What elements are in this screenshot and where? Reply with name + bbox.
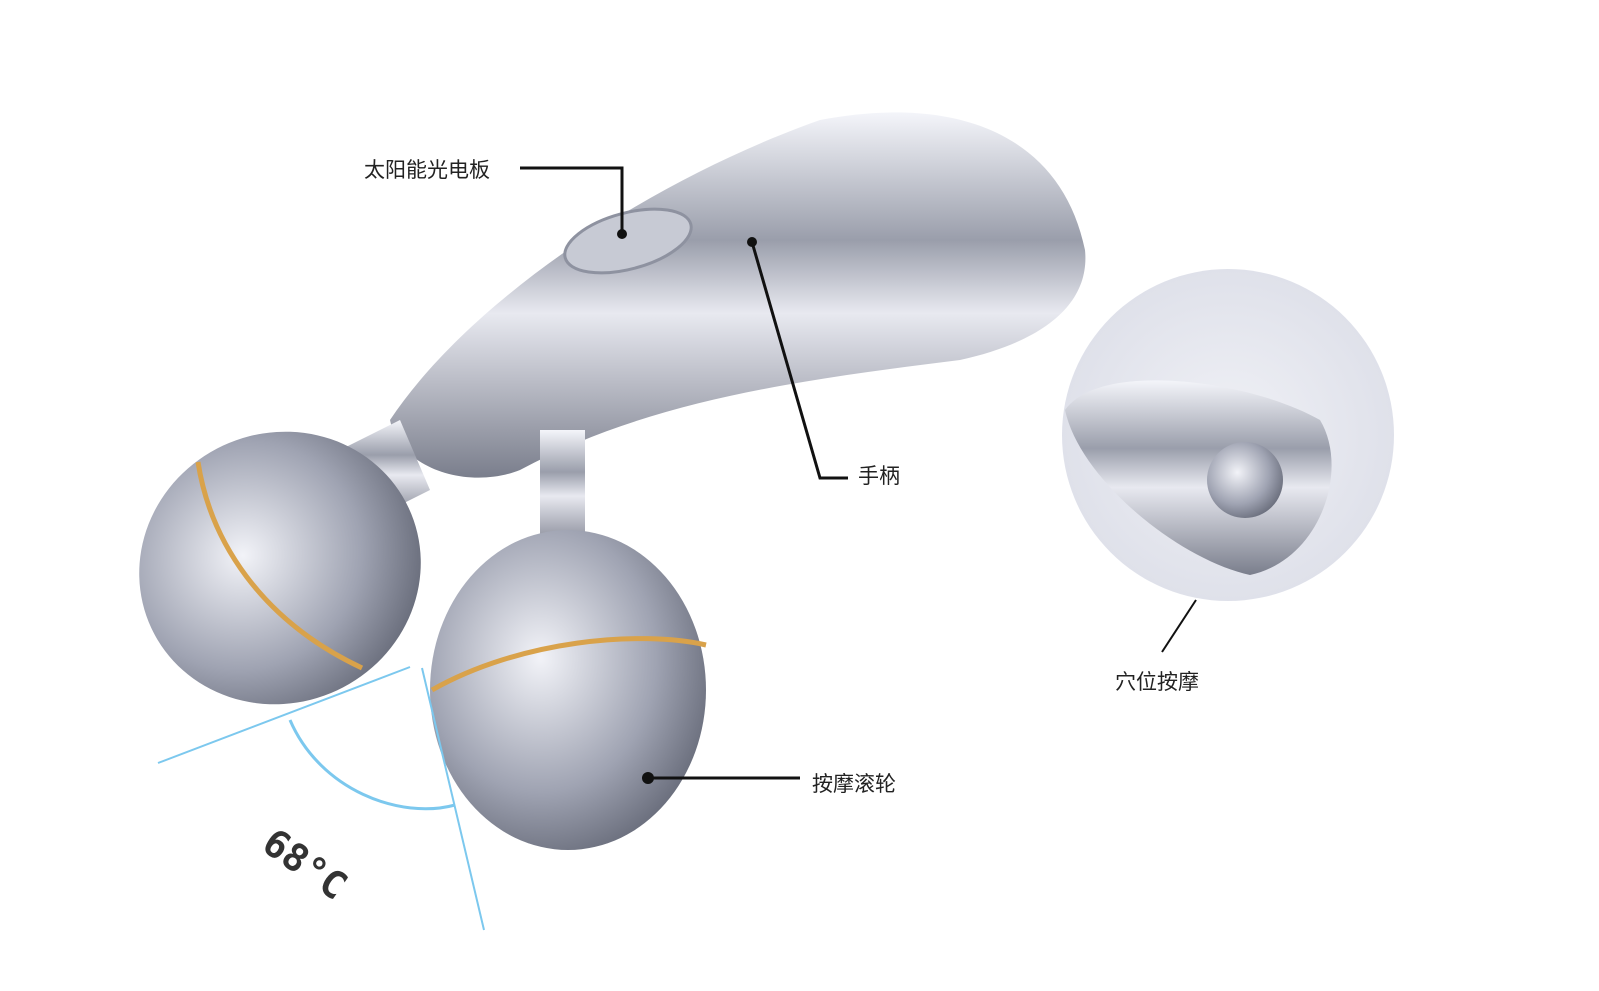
roller-left	[139, 431, 421, 705]
label-massage-roller: 按摩滚轮	[812, 772, 896, 796]
roller-right	[430, 530, 706, 850]
label-handle: 手柄	[858, 464, 900, 488]
handle-body	[390, 112, 1086, 478]
label-solar-panel: 太阳能光电板	[364, 158, 490, 182]
label-acupoint-massage: 穴位按摩	[1115, 670, 1199, 694]
